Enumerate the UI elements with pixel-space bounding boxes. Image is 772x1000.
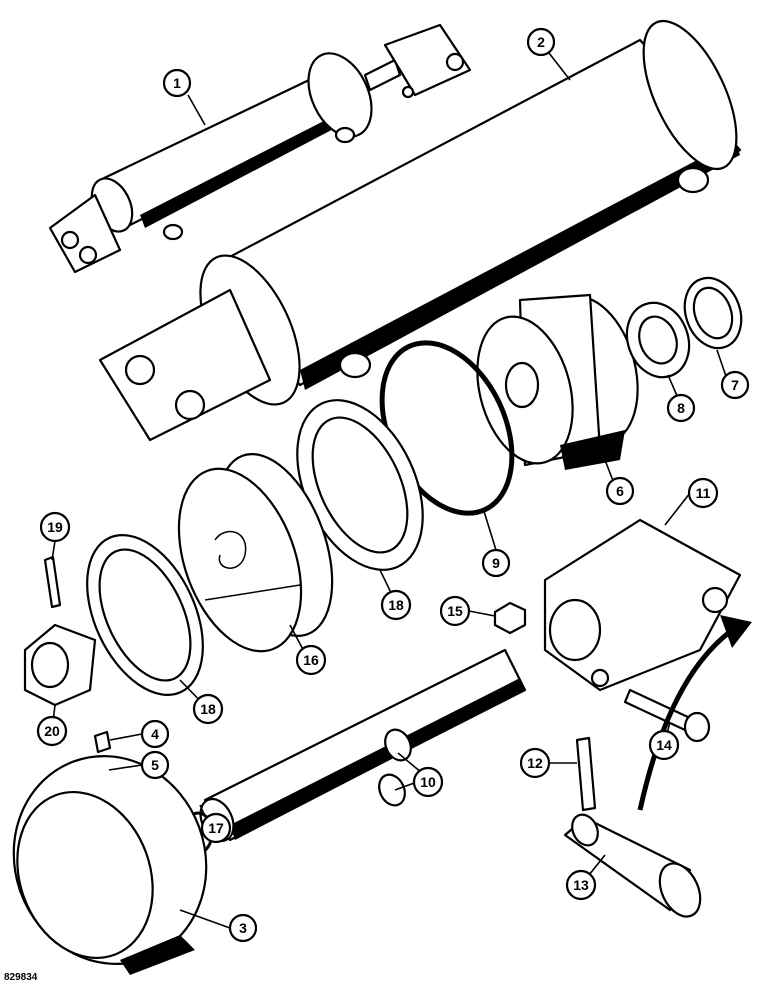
part-18-upper-ring: [296, 399, 424, 571]
part-18-lower-ring: [86, 534, 204, 696]
callout-19-label: 19: [47, 519, 63, 535]
part-16-piston: [177, 453, 334, 653]
callout-15: 15: [439, 595, 471, 627]
part-1-small-cylinder: [48, 23, 472, 274]
callout-17: 17: [200, 812, 232, 844]
callout-11: 11: [687, 477, 719, 509]
part-7-wiper: [683, 276, 743, 350]
callout-13: 13: [565, 869, 597, 901]
callout-4: 4: [140, 719, 170, 749]
callout-5: 5: [140, 750, 170, 780]
callout-11-label: 11: [696, 485, 711, 501]
callout-4-label: 4: [151, 726, 159, 742]
part-8-seal: [625, 301, 691, 379]
callout-12-label: 12: [527, 755, 543, 771]
callout-2: 2: [526, 27, 556, 57]
callout-7-label: 7: [731, 377, 739, 393]
callout-7: 7: [720, 370, 750, 400]
figure-code: 829834: [4, 972, 38, 983]
callout-6-label: 6: [616, 483, 624, 499]
callout-1-label: 1: [173, 75, 181, 91]
callout-20-label: 20: [44, 723, 60, 739]
callout-13-label: 13: [573, 877, 589, 893]
callout-16-label: 16: [303, 652, 319, 668]
part-3-head: [12, 755, 208, 975]
part-13-clevis-pin: [563, 813, 702, 918]
part-12-roll-pin: [575, 736, 597, 812]
callout-8: 8: [666, 393, 696, 423]
callout-5-label: 5: [151, 757, 159, 773]
callout-19: 19: [39, 511, 71, 543]
callout-9: 9: [481, 548, 511, 578]
callout-20: 20: [36, 715, 68, 747]
part-15-nut: [493, 601, 527, 635]
part-19-cotter-pin: [43, 555, 62, 609]
assembly-arrow: [637, 615, 752, 811]
callout-18-upper-label: 18: [388, 597, 404, 613]
callout-10: 10: [412, 766, 444, 798]
callout-18-lower: 18: [192, 693, 224, 725]
part-2-large-cylinder: [98, 19, 742, 442]
callout-16: 16: [295, 644, 327, 676]
callout-18-lower-label: 18: [200, 701, 216, 717]
callout-18-upper: 18: [380, 589, 412, 621]
callout-17-label: 17: [208, 820, 224, 836]
callout-9-label: 9: [492, 555, 500, 571]
callout-3-label: 3: [239, 920, 247, 936]
part-10-piston-rod: [199, 648, 527, 843]
part-20-castle-nut: [23, 623, 97, 707]
part-6-gland: [476, 293, 639, 470]
callout-15-label: 15: [447, 603, 463, 619]
callout-1: 1: [162, 68, 192, 98]
callout-14: 14: [648, 729, 680, 761]
callout-10-label: 10: [420, 774, 436, 790]
callout-12: 12: [519, 747, 551, 779]
callout-8-label: 8: [677, 400, 685, 416]
part-11-clevis: [543, 518, 742, 692]
callout-3: 3: [228, 913, 258, 943]
callout-6: 6: [605, 476, 635, 506]
callout-2-label: 2: [537, 34, 545, 50]
callout-14-label: 14: [656, 737, 672, 753]
part-4-set-screw: [93, 730, 112, 754]
